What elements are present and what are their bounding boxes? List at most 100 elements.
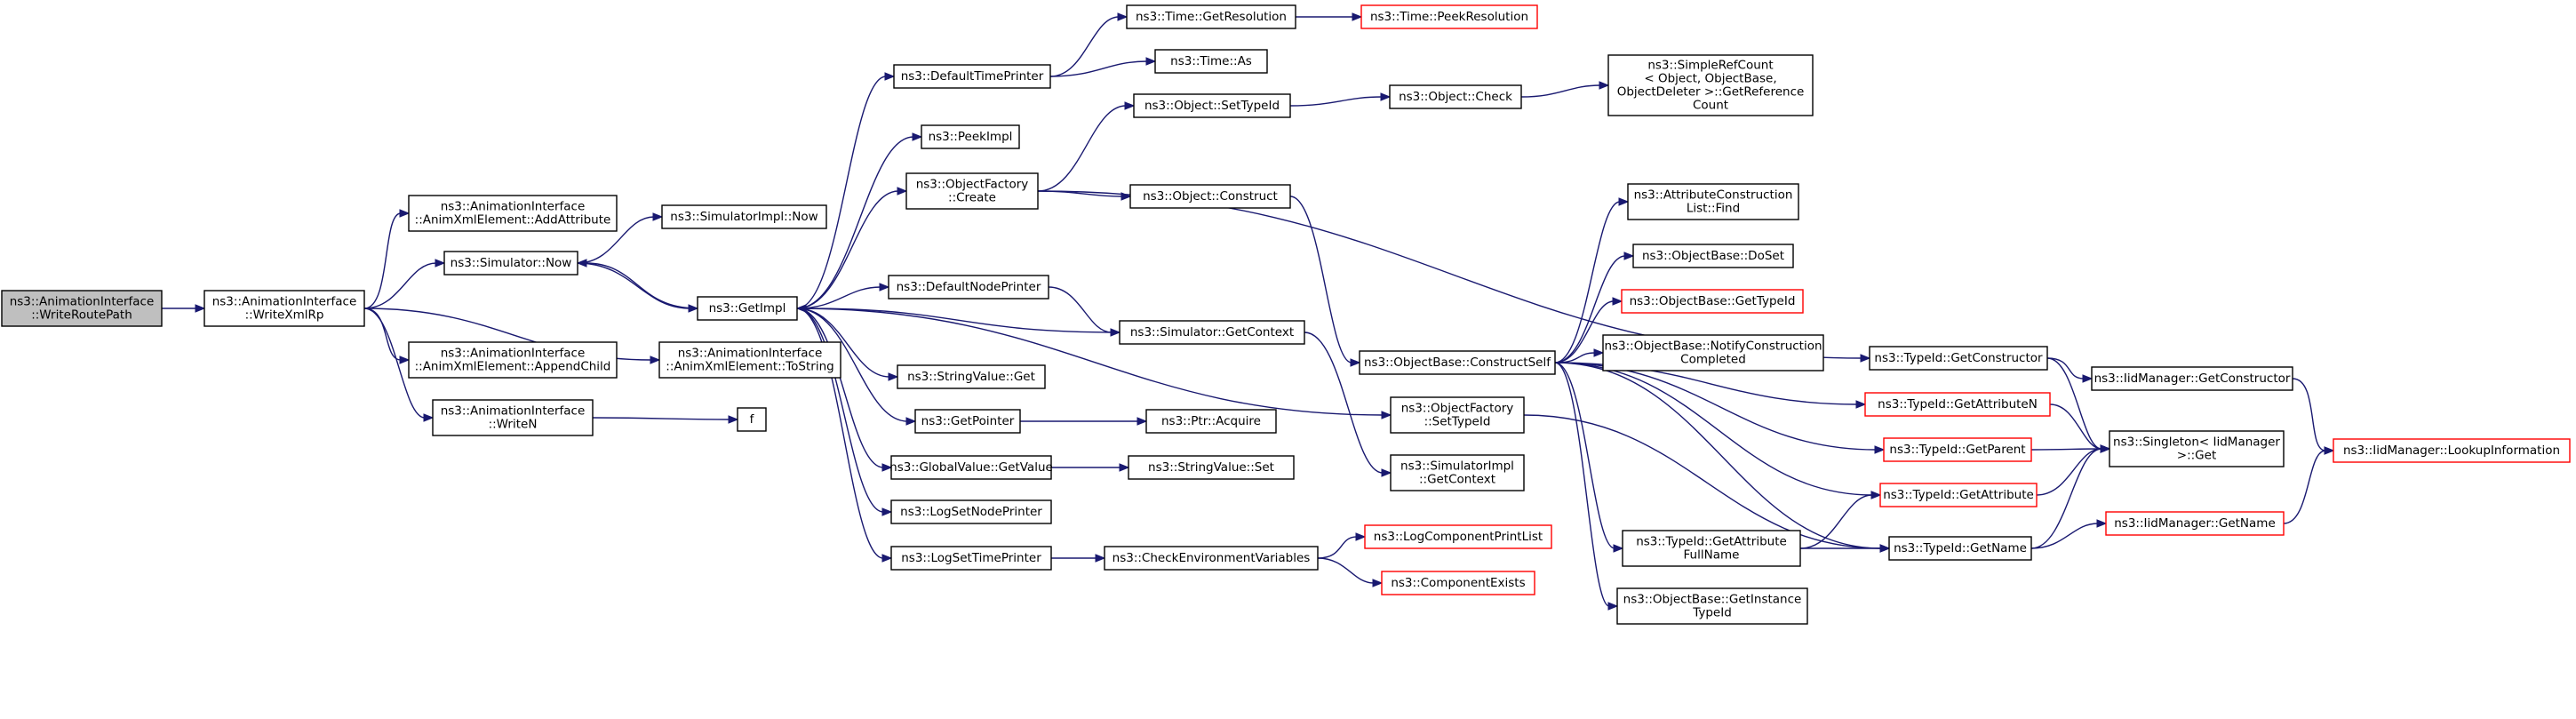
node-type-id-get-constructor[interactable]: ns3::TypeId::GetConstructor <box>1869 346 2048 371</box>
edge-get-impl-to-default-node-printer <box>796 286 881 309</box>
node-obj-factory-set-type-id[interactable]: ns3::ObjectFactory::SetTypeId <box>1390 396 1525 434</box>
node-label: ns3::IidManager::GetConstructor <box>2094 371 2291 386</box>
edge-type-id-get-name-to-singleton-get <box>2030 448 2102 549</box>
edge-arrowhead <box>1119 463 1130 472</box>
node-box <box>905 172 1039 210</box>
node-string-value-get[interactable]: ns3::StringValue::Get <box>897 364 1046 389</box>
node-peek-impl[interactable]: ns3::PeekImpl <box>921 124 1020 149</box>
node-global-value-get-value[interactable]: ns3::GlobalValue::GetValue <box>889 455 1053 480</box>
edge-arrowhead <box>2100 444 2111 453</box>
edge-arrowhead <box>435 259 446 268</box>
node-log-set-node-printer[interactable]: ns3::LogSetNodePrinter <box>890 499 1052 524</box>
node-type-id-get-attribute[interactable]: ns3::TypeId::GetAttribute <box>1879 483 2038 507</box>
node-box <box>443 251 578 276</box>
edge-arrowhead <box>1117 12 1128 21</box>
node-box <box>1602 334 1824 371</box>
node-append-child[interactable]: ns3::AnimationInterface::AnimXmlElement:… <box>408 341 618 379</box>
node-box <box>1869 346 2048 371</box>
node-type-id-get-parent[interactable]: ns3::TypeId::GetParent <box>1883 437 2032 462</box>
node-string-value-set[interactable]: ns3::StringValue::Set <box>1128 455 1295 480</box>
node-label: ns3::TypeId::GetParent <box>1889 443 2025 457</box>
node-simple-ref-count[interactable]: ns3::SimpleRefCount< Object, ObjectBase,… <box>1607 54 1814 116</box>
node-box <box>1129 184 1291 209</box>
edge-arrowhead <box>881 507 893 516</box>
node-check-env-vars[interactable]: ns3::CheckEnvironmentVariables <box>1104 546 1319 571</box>
node-obj-base-construct-self[interactable]: ns3::ObjectBase::ConstructSelf <box>1359 350 1556 375</box>
edge-arrowhead <box>423 413 435 422</box>
node-to-string[interactable]: ns3::AnimationInterface::AnimXmlElement:… <box>658 341 841 379</box>
node-label: ns3::GlobalValue::GetValue <box>889 460 1053 475</box>
node-object-set-type-id[interactable]: ns3::Object::SetTypeId <box>1133 93 1291 118</box>
node-label: ns3::ObjectFactory <box>916 178 1029 192</box>
edge-arrowhead <box>897 187 908 196</box>
node-label: ns3::ObjectBase::DoSet <box>1642 249 1784 263</box>
node-box <box>914 409 1021 434</box>
node-write-route-path[interactable]: ns3::AnimationInterface::WriteRoutePath <box>1 290 163 327</box>
node-label: ns3::LogSetTimePrinter <box>901 551 1041 565</box>
node-time-get-resolution[interactable]: ns3::Time::GetResolution <box>1126 4 1296 29</box>
node-type-id-get-attribute-n[interactable]: ns3::TypeId::GetAttributeN <box>1864 392 2051 417</box>
node-singleton-get[interactable]: ns3::Singleton< IidManager>::Get <box>2109 430 2285 467</box>
node-sim-get-context[interactable]: ns3::Simulator::GetContext <box>1119 320 1305 345</box>
node-label: ns3::AnimationInterface <box>212 295 357 309</box>
edge-default-node-printer-to-sim-get-context <box>1048 286 1113 333</box>
node-label: ns3::AnimationInterface <box>441 347 586 361</box>
node-box <box>408 341 618 379</box>
node-obj-base-do-set[interactable]: ns3::ObjectBase::DoSet <box>1632 244 1794 268</box>
node-object-check[interactable]: ns3::Object::Check <box>1389 84 1522 109</box>
node-add-attribute[interactable]: ns3::AnimationInterface::AnimXmlElement:… <box>408 195 618 232</box>
node-iid-manager-lookup-information[interactable]: ns3::IidManager::LookupInformation <box>2333 438 2571 463</box>
node-object-construct[interactable]: ns3::Object::Construct <box>1129 184 1291 209</box>
node-sim-impl-now[interactable]: ns3::SimulatorImpl::Now <box>661 204 827 229</box>
node-obj-base-notify-construction-completed[interactable]: ns3::ObjectBase::NotifyConstructionCompl… <box>1602 334 1824 371</box>
node-sim-impl-get-context[interactable]: ns3::SimulatorImpl::GetContext <box>1390 454 1525 491</box>
node-label: Completed <box>1680 353 1746 367</box>
node-label: ns3::Object::Construct <box>1143 189 1278 204</box>
node-default-node-printer[interactable]: ns3::DefaultNodePrinter <box>888 275 1049 300</box>
node-iid-manager-get-name[interactable]: ns3::IidManager::GetName <box>2105 511 2285 536</box>
edge-get-impl-to-get-pointer <box>796 308 908 422</box>
node-iid-manager-get-constructor[interactable]: ns3::IidManager::GetConstructor <box>2091 366 2293 391</box>
node-box <box>1360 4 1538 29</box>
edge-arrowhead <box>1879 544 1891 553</box>
node-sim-now[interactable]: ns3::Simulator::Now <box>443 251 578 276</box>
node-label: ns3::IidManager::GetName <box>2114 516 2276 531</box>
node-get-impl[interactable]: ns3::GetImpl <box>697 296 798 321</box>
node-f[interactable]: f <box>737 407 767 432</box>
edge-arrowhead <box>2324 446 2335 455</box>
node-box <box>1359 350 1556 375</box>
node-label: ns3::GetPointer <box>921 414 1015 428</box>
edge-type-id-get-attribute-full-name-to-type-id-get-attribute <box>1799 494 1873 549</box>
node-get-pointer[interactable]: ns3::GetPointer <box>914 409 1021 434</box>
edge-iid-manager-get-name-to-iid-manager-lookup-information <box>2283 450 2326 524</box>
node-write-xml-rp[interactable]: ns3::AnimationInterface::WriteXmlRp <box>203 290 365 327</box>
node-time-as[interactable]: ns3::Time::As <box>1154 49 1268 74</box>
nodes-layer: ns3::AnimationInterface::WriteRoutePathn… <box>1 4 2571 625</box>
edge-arrowhead <box>905 417 917 426</box>
edge-get-impl-to-log-set-node-printer <box>796 308 884 513</box>
node-label: ::AnimXmlElement::AddAttribute <box>415 213 611 228</box>
node-component-exists[interactable]: ns3::ComponentExists <box>1381 571 1535 595</box>
edge-get-impl-to-obj-factory-create <box>796 190 899 309</box>
node-label: ns3::SimulatorImpl <box>1400 459 1514 474</box>
edge-arrowhead <box>728 415 739 424</box>
node-label: ns3::Time::PeekResolution <box>1370 10 1528 24</box>
node-label: ns3::AnimationInterface <box>441 404 586 419</box>
node-log-component-print-list[interactable]: ns3::LogComponentPrintList <box>1364 524 1552 549</box>
node-obj-base-get-type-id[interactable]: ns3::ObjectBase::GetTypeId <box>1621 289 1804 314</box>
node-default-time-printer[interactable]: ns3::DefaultTimePrinter <box>893 64 1051 89</box>
node-box <box>1616 587 1808 625</box>
node-box <box>893 64 1051 89</box>
node-label: ns3::ObjectBase::ConstructSelf <box>1364 356 1551 370</box>
node-log-set-time-printer[interactable]: ns3::LogSetTimePrinter <box>890 546 1052 571</box>
node-type-id-get-name[interactable]: ns3::TypeId::GetName <box>1888 536 2032 561</box>
node-box <box>408 195 618 232</box>
node-write-n[interactable]: ns3::AnimationInterface::WriteN <box>432 399 594 436</box>
node-time-peek-resolution[interactable]: ns3::Time::PeekResolution <box>1360 4 1538 29</box>
node-obj-factory-create[interactable]: ns3::ObjectFactory::Create <box>905 172 1039 210</box>
node-box <box>1126 4 1296 29</box>
node-ptr-acquire[interactable]: ns3::Ptr::Acquire <box>1145 409 1277 434</box>
